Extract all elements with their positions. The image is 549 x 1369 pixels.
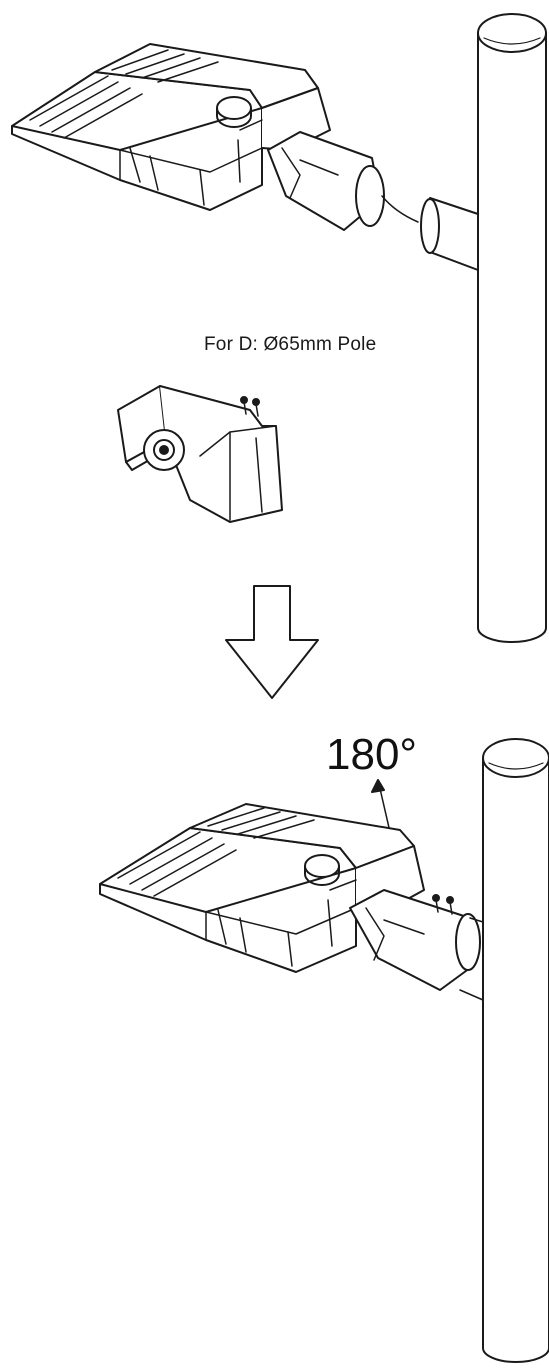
pole-bottom	[482, 738, 549, 1363]
pole-size-label: For D: Ø65mm Pole	[204, 334, 377, 355]
fixture-top	[11, 43, 479, 271]
fixture-bottom	[99, 803, 484, 1001]
down-arrow-icon	[225, 585, 319, 699]
rotation-angle-label: 180°	[326, 730, 418, 779]
slip-fitter-mount	[117, 385, 283, 523]
pole-top	[477, 13, 547, 643]
